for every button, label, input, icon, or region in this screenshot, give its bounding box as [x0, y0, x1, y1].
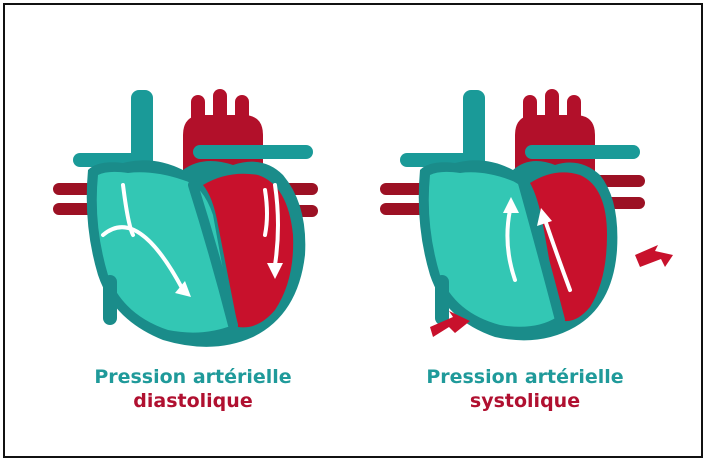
diastolic-caption-line2: diastolique — [43, 389, 343, 413]
diastolic-caption: Pression artérielle diastolique — [43, 365, 343, 413]
systolic-caption: Pression artérielle systolique — [375, 365, 675, 413]
systolic-panel: Pression artérielle systolique — [375, 75, 675, 445]
diastolic-caption-line1: Pression artérielle — [43, 365, 343, 389]
heart-diastole-illustration — [43, 75, 343, 355]
image-frame: Pression artérielle diastolique — [3, 3, 703, 458]
diastolic-panel: Pression artérielle diastolique — [43, 75, 343, 445]
systolic-caption-line2: systolique — [375, 389, 675, 413]
heart-systole-illustration — [375, 75, 675, 355]
systolic-caption-line1: Pression artérielle — [375, 365, 675, 389]
